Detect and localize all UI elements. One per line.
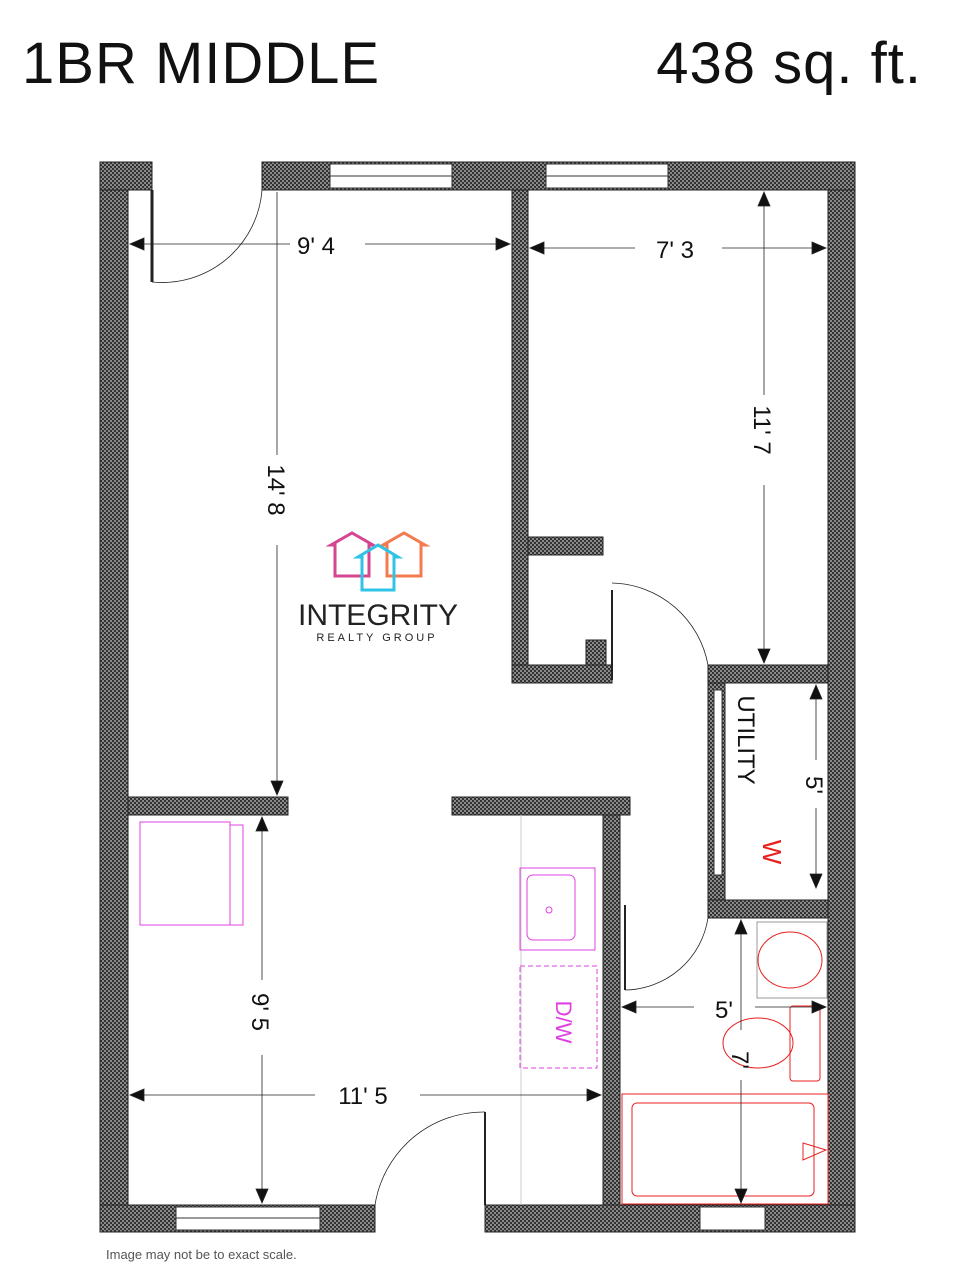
- wall-bath: [602, 814, 621, 1206]
- logo-tagline: REALTY GROUP: [316, 632, 437, 644]
- dishwasher-label: D/W: [551, 1001, 576, 1044]
- wall-right: [827, 161, 856, 1233]
- dim-bedroom-width: 7' 3: [656, 237, 694, 264]
- wall-utility-bottom: [707, 899, 829, 919]
- window: [699, 1206, 766, 1231]
- dim-living-width: 9' 4: [297, 233, 335, 260]
- integrity-logo: INTEGRITY REALTY GROUP: [298, 531, 458, 644]
- house-icon: [325, 531, 379, 578]
- unit-title: 1BR MIDDLE: [22, 31, 381, 96]
- windows: [175, 163, 766, 1231]
- dim-kitchen-depth: 9' 5: [246, 993, 273, 1031]
- doors: [150, 189, 709, 1206]
- washer-label: W: [757, 840, 787, 865]
- house-icon: [352, 543, 404, 592]
- toilet: [722, 1017, 794, 1069]
- dishwasher: [519, 965, 598, 1069]
- wall-bedroom: [511, 189, 529, 684]
- dim-bath-depth: 7': [726, 1051, 753, 1069]
- wall-top-left: [99, 161, 153, 191]
- logo-name: INTEGRITY: [298, 599, 458, 632]
- dimension-lines: [128, 190, 828, 1205]
- dim-bath-width: 5': [715, 997, 733, 1024]
- dim-kitchen-width: 11' 5: [338, 1083, 388, 1110]
- wall-utility-top: [707, 664, 829, 684]
- wall-mid-left: [127, 796, 289, 816]
- wall-bottom-right: [484, 1204, 856, 1233]
- wall-closet-top: [527, 536, 604, 556]
- dim-living-depth: 14' 8: [262, 464, 289, 515]
- fixtures: [139, 815, 829, 1205]
- wall-closet-bottom: [511, 664, 613, 684]
- wall-left: [99, 161, 129, 1233]
- dim-utility-depth: 5': [800, 776, 827, 794]
- scale-disclaimer: Image may not be to exact scale.: [106, 1247, 297, 1262]
- bath-sink: [756, 921, 828, 999]
- kitchen-sink: [519, 867, 596, 951]
- house-icon: [377, 531, 431, 578]
- utility-sliding-door: [713, 689, 723, 876]
- wall-mid-right: [451, 796, 631, 816]
- unit-area: 438 sq. ft.: [656, 31, 922, 96]
- room-label-utility: UTILITY: [732, 695, 759, 784]
- wall-closet-block: [585, 639, 607, 666]
- range: [139, 821, 231, 926]
- dim-bedroom-depth: 11' 7: [748, 405, 775, 455]
- dimension-labels: 9' 4 7' 3 11' 7 14' 8 9' 5 11' 5 5' 5' 7…: [246, 233, 827, 1110]
- bathtub: [621, 1093, 829, 1205]
